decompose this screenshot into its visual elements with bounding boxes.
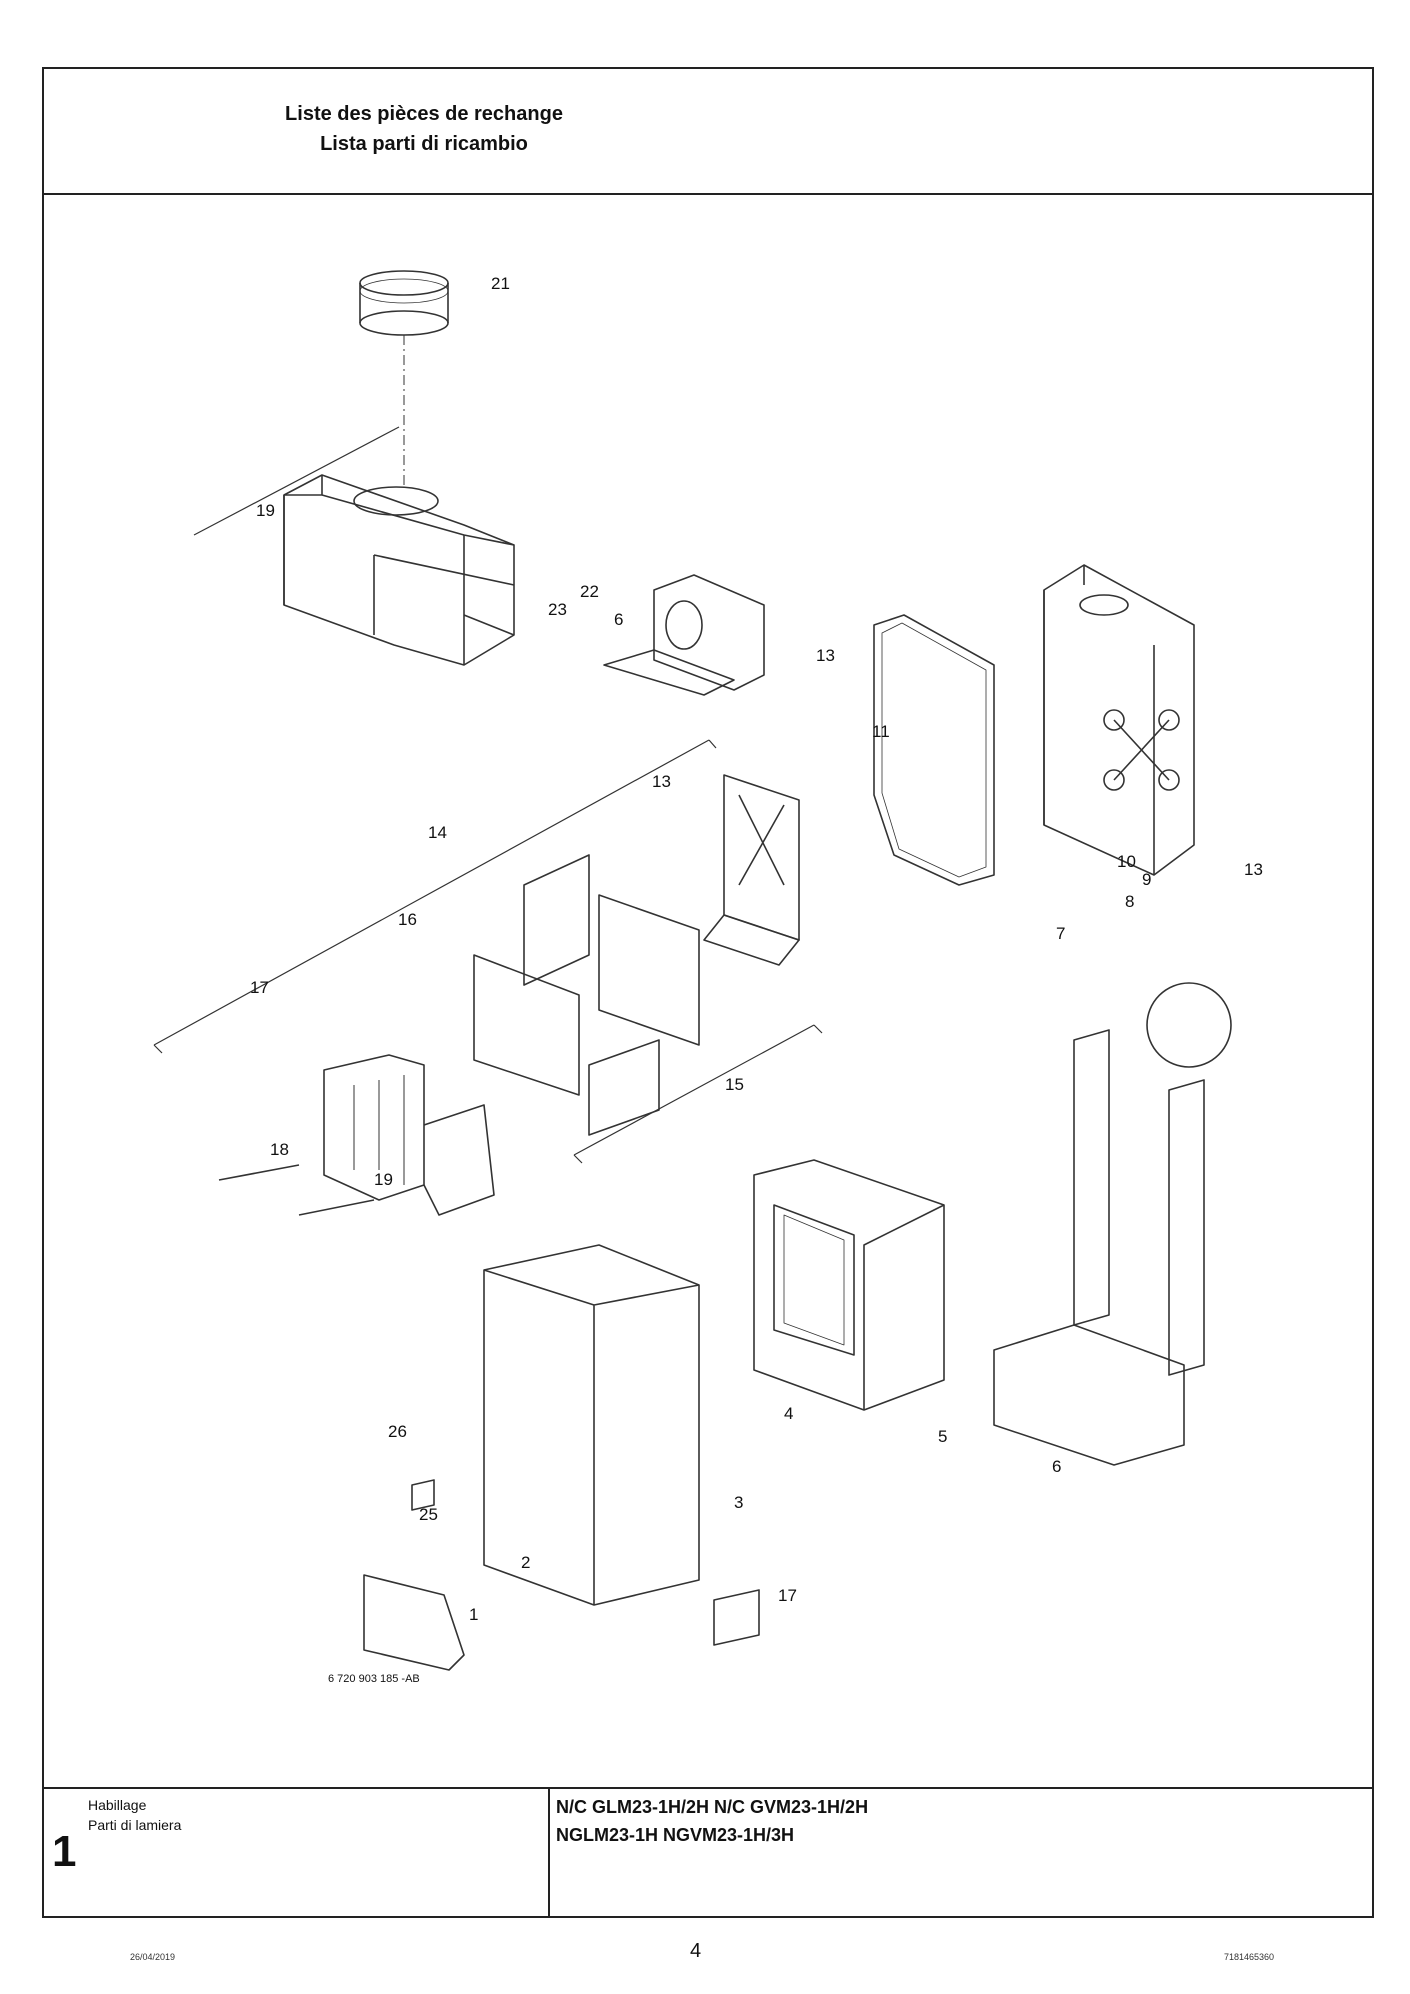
callout: 18: [270, 1140, 289, 1159]
callout: 16: [398, 910, 417, 929]
callout: 25: [419, 1505, 438, 1524]
callout: 7: [1056, 924, 1065, 943]
footer-divider: [548, 1789, 550, 1916]
part-draught-hood: [283, 474, 515, 666]
callout: 15: [725, 1075, 744, 1094]
callout: 23: [548, 600, 567, 619]
callout: 3: [734, 1493, 743, 1512]
callout: 10: [1117, 852, 1136, 871]
part-lower-cover: [363, 1574, 465, 1671]
callout: 19: [256, 501, 275, 520]
doc-code: 7181465360: [1224, 1952, 1275, 1962]
callout: 19: [374, 1170, 393, 1189]
page-number: 4: [690, 1940, 702, 1962]
part-fan: [1146, 982, 1232, 1068]
part-burner-bracket: [323, 1054, 495, 1216]
callout: 6: [1052, 1457, 1061, 1476]
callout: 26: [388, 1422, 407, 1441]
part-seal: [873, 614, 995, 886]
callout: 2: [521, 1553, 530, 1572]
drawing-code: 6 720 903 185 -AB: [328, 1673, 420, 1685]
part-rod-19: [298, 1199, 375, 1216]
callout: 6: [614, 610, 623, 629]
callouts: 21 19 22 23 6 13 11 13 14 10 13 9 8 16 7…: [250, 274, 1263, 1685]
section-name-fr: Habillage: [88, 1797, 147, 1813]
part-back-panel: [703, 774, 800, 966]
page-date: 26/04/2019: [130, 1952, 176, 1962]
callout: 13: [816, 646, 835, 665]
part-insulation-3: [473, 954, 580, 1096]
callout: 17: [250, 978, 269, 997]
models-line1: N/C GLM23-1H/2H N/C GVM23-1H/2H: [556, 1797, 869, 1817]
section-number: 1: [52, 1827, 77, 1876]
callout: 1: [469, 1605, 478, 1624]
part-insulation-1: [523, 854, 590, 986]
title-fr: Liste des pièces de rechange: [285, 103, 563, 125]
part-label-20: [713, 1589, 760, 1646]
part-chassis: [993, 1029, 1205, 1466]
callout: 8: [1125, 892, 1134, 911]
header: Liste des pièces de rechange Lista parti…: [44, 69, 1372, 195]
callout: 4: [784, 1404, 793, 1423]
page-frame: Liste des pièces de rechange Lista parti…: [42, 67, 1374, 1918]
exploded-parts-drawing: 21 19 22 23 6 13 11 13 14 10 13 9 8 16 7…: [153, 270, 1263, 1685]
part-combustion-chamber: [1043, 564, 1195, 876]
callout: 5: [938, 1427, 947, 1446]
callout: 22: [580, 582, 599, 601]
part-label-26: [411, 1479, 435, 1511]
part-front-panel: [753, 1159, 945, 1411]
title-it: Lista parti di ricambio: [320, 133, 528, 155]
callout: 17: [778, 1586, 797, 1605]
callout: 11: [872, 722, 890, 741]
part-insulation-2: [598, 894, 700, 1046]
callout: 9: [1142, 870, 1151, 889]
section-name-it: Parti di lamiera: [88, 1817, 182, 1833]
part-bracket: [603, 574, 765, 696]
part-rod-18: [218, 1164, 300, 1181]
part-insulation-4: [588, 1039, 660, 1136]
callout: 14: [428, 823, 447, 842]
footer: 1 Habillage Parti di lamiera N/C GLM23-1…: [44, 1787, 1372, 1916]
part-casing: [483, 1244, 700, 1606]
callout: 13: [652, 772, 671, 791]
part-flue-ring: [359, 270, 449, 485]
models-line2: NGLM23-1H NGVM23-1H/3H: [556, 1825, 795, 1845]
callout: 13: [1244, 860, 1263, 879]
callout: 21: [491, 274, 510, 293]
